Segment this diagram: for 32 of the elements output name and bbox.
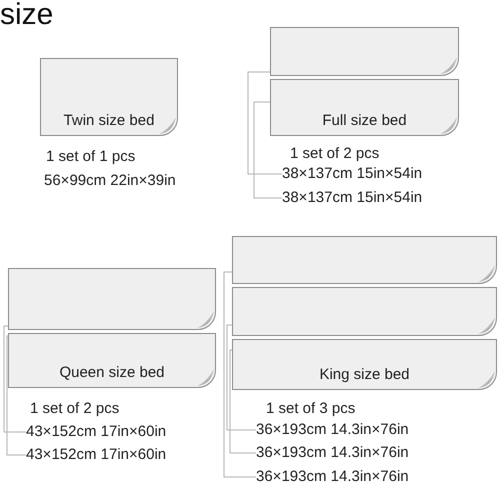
set-note: 56×99cm 22in×39in (44, 171, 176, 191)
set-note: 1 set of 3 pcs (266, 399, 356, 419)
leader-line (224, 272, 256, 478)
size-label: Twin size bed (64, 112, 154, 130)
title: size (0, 0, 54, 30)
leader-line (230, 350, 256, 454)
sheet-panel (8, 333, 216, 388)
size-label: Full size bed (322, 112, 407, 130)
leader-line (254, 102, 282, 198)
dimension-text: 36×193cm 14.3in×76in (256, 420, 409, 440)
sheet-panel (232, 339, 497, 390)
leader-line (6, 336, 26, 456)
dimension-text: 36×193cm 14.3in×76in (256, 467, 409, 484)
size-label: King size bed (319, 366, 410, 384)
set-note: 1 set of 1 pcs (46, 147, 136, 167)
sheet-panel (270, 27, 459, 76)
sheet-panel (232, 287, 497, 336)
leader-line (248, 72, 282, 174)
dimension-text: 36×193cm 14.3in×76in (256, 443, 409, 463)
size-label: Queen size bed (59, 364, 165, 382)
sheet-panel (270, 79, 459, 136)
set-note: 1 set of 2 pcs (290, 144, 380, 164)
dimension-text: 38×137cm 15in×54in (282, 188, 422, 208)
leader-line (226, 324, 256, 430)
sheet-panel (8, 268, 216, 330)
dimension-text: 43×152cm 17in×60in (26, 422, 166, 442)
sheet-panel (40, 58, 178, 136)
dimension-text: 43×152cm 17in×60in (26, 445, 166, 465)
sheet-panel (232, 236, 497, 284)
set-note: 1 set of 2 pcs (30, 399, 120, 419)
leader-line (4, 326, 26, 432)
dimension-text: 38×137cm 15in×54in (282, 164, 422, 184)
